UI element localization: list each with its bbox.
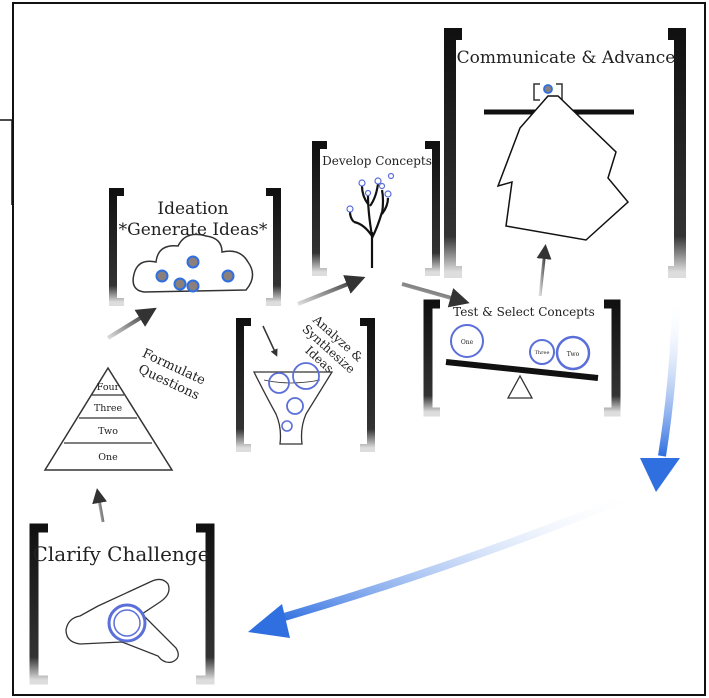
test-select-title: Test & Select Concepts: [453, 305, 595, 319]
concept-node: [378, 182, 386, 190]
left-bracket: [236, 318, 251, 452]
balance-beam: [445, 359, 599, 381]
idea-dot: [186, 279, 200, 293]
arrow-test-to-communicate: [536, 244, 552, 297]
idea-dot: [186, 255, 200, 269]
ideation-title-line1: Ideation: [157, 199, 228, 219]
left-bracket: [109, 188, 124, 306]
arrow-ideation-to-develop: [297, 275, 366, 306]
funnel-icon: [252, 371, 334, 445]
pyramid-level-three: Three: [94, 403, 123, 414]
pyramid-icon: [43, 366, 174, 471]
concept-node: [364, 189, 372, 197]
arrow-questions-to-ideation: [106, 307, 157, 340]
left-bracket: [444, 28, 462, 278]
communicate-advance-stage: Communicate & Advance: [444, 28, 686, 278]
balance-fulcrum: [506, 374, 534, 399]
idea-bubble: [292, 362, 320, 390]
develop-concepts-title: Develop Concepts: [322, 154, 432, 168]
idea-dot: [221, 269, 235, 283]
idea-dot: [173, 277, 187, 291]
right-bracket: [360, 318, 375, 452]
arrow-develop-to-test: [401, 282, 470, 308]
ideation-title-line2: *Generate Ideas*: [119, 220, 268, 240]
left-bracket: [423, 299, 440, 417]
clarify-challenge-title: Clarify Challenge: [33, 542, 210, 566]
right-bracket: [425, 141, 440, 276]
loop-arrow-diagonal: [272, 490, 638, 624]
arrow-ideation-to-analyze: [262, 325, 278, 357]
branching-tree-icon: [348, 183, 390, 268]
left-bracket: [29, 523, 48, 685]
pyramid-level-four: Four: [97, 382, 120, 393]
arrow-clarify-to-questions: [92, 488, 107, 523]
right-bracket: [604, 299, 621, 417]
pyramid-level-one: One: [98, 452, 118, 463]
right-bracket: [196, 523, 215, 685]
concept-bubble-three-label: Three: [535, 350, 550, 356]
idea-dot: [543, 84, 553, 94]
concept-bubble-one-label: One: [461, 339, 474, 346]
concept-node: [384, 190, 392, 198]
right-bracket: [266, 188, 281, 306]
idea-dot: [155, 269, 169, 283]
concept-node: [346, 205, 354, 213]
center-ring-icon: [107, 603, 147, 643]
tri-lobe-icon: [65, 578, 179, 664]
concept-node: [358, 179, 366, 187]
ideation-stage: Ideation *Generate Ideas*: [109, 188, 281, 306]
right-bracket: [668, 28, 686, 278]
concept-node: [374, 177, 382, 185]
concept-bubble-two-label: Two: [567, 351, 580, 358]
clarify-challenge-stage: Clarify Challenge: [29, 523, 215, 685]
concept-node: [387, 172, 395, 180]
concept-bubble-three: [529, 339, 555, 365]
idea-bubble: [281, 420, 293, 432]
left-bracket: [312, 141, 327, 276]
analyze-synthesize-stage: Analyze & Synthesize Ideas: [236, 312, 375, 452]
lifted-polygon-icon: [496, 95, 630, 241]
pyramid-level-two: Two: [98, 426, 118, 437]
loop-arrowhead-down: [640, 458, 680, 492]
idea-bubble: [286, 397, 304, 415]
concept-bubble-one: [450, 324, 484, 358]
idea-bubble: [268, 372, 290, 394]
loop-arrow-down: [658, 299, 680, 457]
outer-frame: [12, 2, 706, 696]
develop-concepts-stage: Develop Concepts: [312, 141, 440, 276]
concept-bubble-two: [555, 335, 591, 371]
communicate-advance-title: Communicate & Advance: [457, 48, 676, 68]
test-select-stage: Test & Select Concepts One Three Two: [423, 299, 621, 417]
loop-arrowhead-diagonal: [248, 604, 290, 638]
formulate-questions-stage: Four Three Two One Formulate Questions: [43, 346, 208, 471]
